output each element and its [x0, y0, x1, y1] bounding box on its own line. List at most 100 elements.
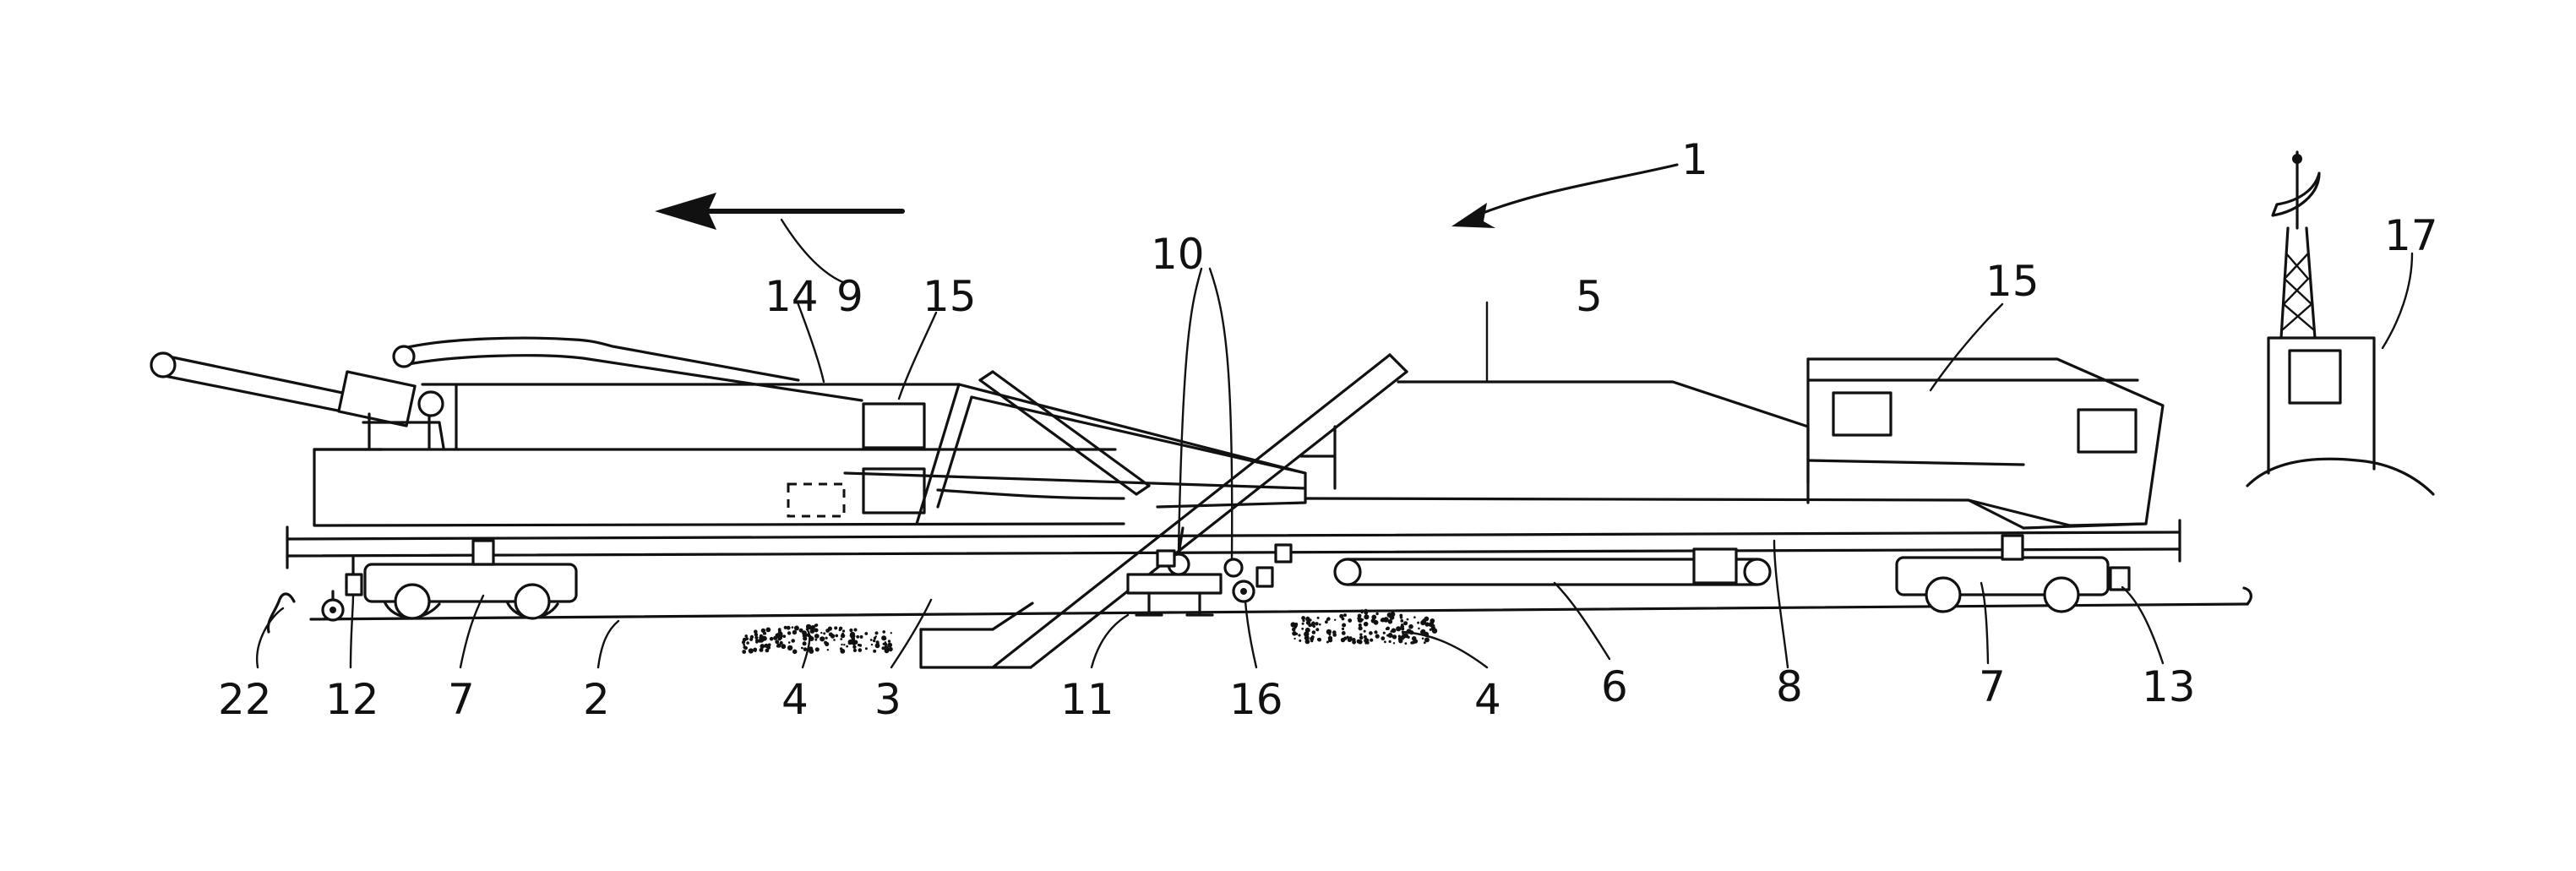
- ballast-grain: [842, 629, 845, 632]
- ballast-grain: [1343, 637, 1347, 640]
- front-vehicle-body: [287, 384, 2180, 568]
- rear-sensor: [2110, 568, 2129, 590]
- ballast-grain: [1383, 632, 1386, 634]
- label-5: 5: [1576, 272, 1603, 321]
- ballast-grain: [1389, 640, 1391, 643]
- ballast-grain: [1390, 612, 1395, 617]
- ballast-grain: [1317, 617, 1320, 619]
- ballast-grain: [1359, 636, 1364, 640]
- ballast-grain: [850, 634, 852, 637]
- ballast-grain: [794, 626, 799, 631]
- ballast-grain: [1364, 609, 1368, 612]
- ballast-grain: [1418, 628, 1420, 630]
- ballast-grain: [1359, 640, 1362, 644]
- ballast-grain: [767, 645, 771, 650]
- ballast-grain: [1396, 626, 1401, 631]
- ballast-grain: [1364, 622, 1369, 627]
- assembly-arrow: [1451, 165, 1677, 228]
- ballast-grain: [1407, 636, 1409, 639]
- ballast-grain: [1310, 640, 1313, 642]
- travel-direction-arrow: [655, 193, 902, 283]
- ballast-grain: [1364, 614, 1369, 619]
- ballast-grain: [799, 629, 803, 633]
- ballast-grain: [1373, 619, 1375, 622]
- ballast-grain: [1342, 628, 1344, 630]
- rear-vehicle-body: [1301, 359, 2163, 528]
- ballast-grain: [1422, 638, 1424, 640]
- ballast-grain: [1391, 629, 1396, 633]
- ballast-grain: [825, 637, 828, 640]
- ballast-grain: [827, 649, 829, 651]
- ballast-grain: [840, 638, 842, 640]
- label-15-front: 15: [923, 272, 977, 321]
- ballast-grain: [1386, 634, 1389, 637]
- ballast-grain: [803, 633, 808, 638]
- ballast-grain: [1299, 640, 1301, 642]
- ballast-grain: [889, 645, 891, 647]
- ballast-grain: [792, 630, 797, 634]
- ballast-grain: [836, 634, 839, 638]
- ballast-grain: [788, 641, 791, 644]
- front-bogie: [365, 541, 576, 618]
- ballast-grain: [815, 647, 820, 651]
- ballast-grain: [1332, 630, 1337, 634]
- ballast-grain: [1392, 634, 1397, 639]
- ballast-grain: [746, 641, 749, 645]
- ballast-grain: [1349, 636, 1353, 640]
- ballast-grain: [1371, 615, 1376, 620]
- ballast-grain: [743, 644, 745, 646]
- ballast-grain: [761, 629, 765, 633]
- ballast-grain: [1417, 622, 1419, 624]
- ballast-grain: [784, 626, 787, 629]
- label-7-rear: 7: [1979, 662, 2006, 711]
- ballast-grain: [803, 641, 807, 645]
- ballast-grain: [1342, 618, 1345, 621]
- ballast-grain: [832, 634, 835, 637]
- ballast-grain: [1400, 619, 1403, 623]
- ballast-grain: [1359, 626, 1363, 630]
- ballast-grain: [1293, 638, 1295, 640]
- ballast-grain: [1408, 624, 1413, 629]
- ballast-grain: [744, 646, 748, 650]
- ballast-grain: [839, 629, 841, 631]
- ballast-grain: [825, 629, 830, 633]
- ballast-grain: [1413, 639, 1418, 643]
- ballast-grain: [777, 644, 782, 648]
- ballast-grain: [1421, 629, 1426, 634]
- ballast-grain: [871, 644, 873, 645]
- ballast-grain: [856, 635, 859, 639]
- ballast-grain: [1433, 629, 1435, 631]
- ballast-grain: [888, 640, 890, 642]
- ballast-grain: [1402, 636, 1405, 639]
- ballast-grain: [858, 648, 863, 652]
- ballast-grain: [754, 650, 756, 652]
- label-15-rear: 15: [1985, 257, 2040, 306]
- label-6: 6: [1601, 662, 1628, 711]
- ballast-grain: [781, 644, 786, 649]
- ballast-grain: [742, 640, 745, 644]
- ballast-grain: [1312, 630, 1316, 634]
- label-14: 14: [765, 272, 819, 321]
- ballast-grain: [1361, 609, 1364, 612]
- ballast-grain: [778, 633, 783, 638]
- reference-labels: 1 2 3 4 4 5 6 7 7 8 9 10 11 12 13 14 15 …: [218, 135, 2438, 724]
- ballast-grain: [834, 626, 837, 629]
- ballast-grain: [1384, 640, 1386, 643]
- ballast-grain: [1311, 622, 1315, 625]
- ballast-grain: [765, 628, 771, 633]
- ballast-grain: [1383, 617, 1388, 622]
- ballast-grain: [1301, 628, 1304, 630]
- ballast-grain: [1292, 631, 1297, 636]
- ballast-grain: [890, 632, 892, 634]
- ballast-grain: [849, 629, 852, 632]
- ballast-grain: [1400, 616, 1403, 619]
- ballast-grain: [1366, 641, 1370, 645]
- ballast-grain: [1302, 623, 1304, 625]
- label-9: 9: [836, 272, 863, 321]
- ballast-grain: [820, 636, 825, 641]
- ballast-grain: [742, 650, 746, 654]
- radio-station: [2247, 152, 2433, 494]
- label-7-front: 7: [448, 675, 475, 724]
- ballast-grain: [750, 635, 754, 639]
- ballast-grain: [1358, 614, 1362, 618]
